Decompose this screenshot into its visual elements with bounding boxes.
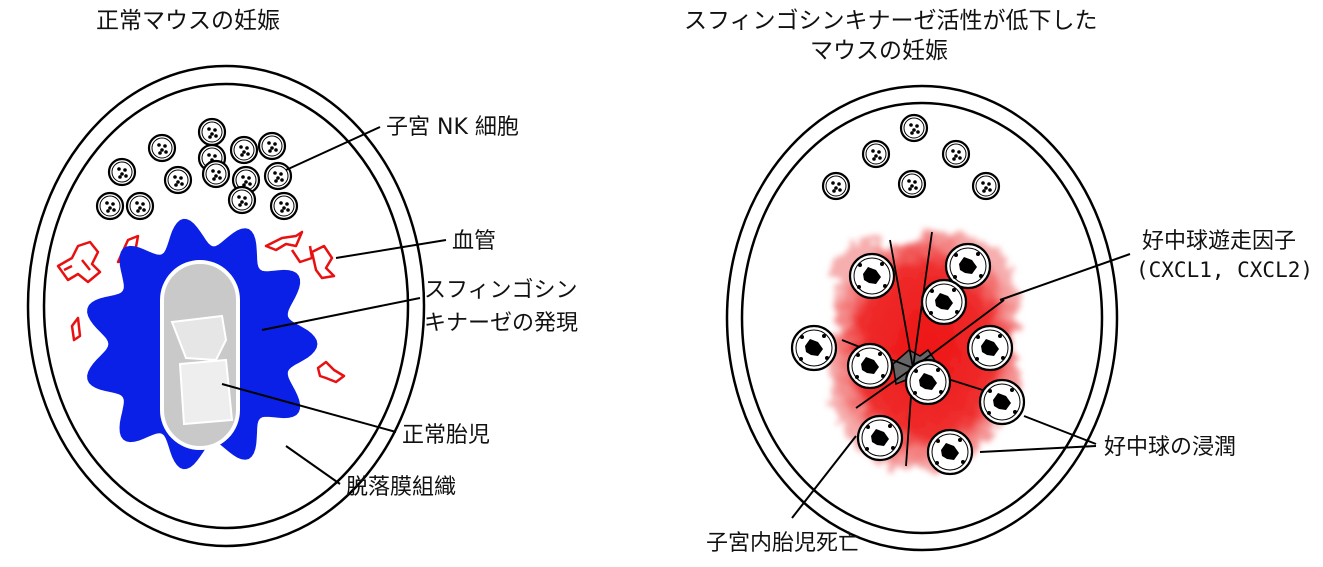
vessel-7	[316, 360, 346, 384]
nk-cell	[861, 139, 891, 169]
leader-neutro-1	[1023, 415, 1097, 445]
label-uterine-nk: 子宮 NK 細胞	[386, 115, 519, 140]
neutrophil	[856, 414, 904, 462]
neutrophil	[848, 252, 896, 300]
nk-cell	[163, 165, 193, 195]
nk-cell	[971, 171, 1001, 201]
label-normal-fetus: 正常胎児	[402, 423, 490, 448]
leader-nk	[285, 126, 381, 171]
nk-cell	[257, 131, 287, 161]
nk-cell	[941, 139, 971, 169]
vessel-4	[264, 230, 304, 252]
leader-sphk	[261, 297, 421, 331]
nk-cell	[821, 171, 851, 201]
nk-cell	[201, 159, 231, 189]
label-blood-vessel: 血管	[452, 229, 496, 254]
neutrophil	[966, 324, 1014, 372]
leader-fetal-death	[791, 435, 857, 519]
vessel-1-branch	[63, 259, 91, 272]
nk-cell	[147, 133, 177, 163]
nk-cell	[197, 117, 227, 147]
nk-cell	[227, 185, 257, 215]
uterine-nk-cluster	[95, 117, 299, 221]
uterine-nk-cluster-right	[821, 113, 1001, 201]
left-leader-lines	[221, 126, 447, 485]
neutrophil	[846, 342, 894, 390]
leader-fetus	[221, 383, 397, 433]
neutrophil	[926, 428, 974, 476]
label-decidua: 脱落膜組織	[346, 475, 456, 500]
right-title-line2: マウスの妊娠	[810, 38, 948, 64]
leader-neutro-2	[979, 445, 1097, 453]
leader-chemo	[999, 253, 1131, 301]
nk-cell	[897, 169, 927, 199]
neutrophil-cluster	[790, 242, 1026, 476]
neutrophil	[920, 278, 968, 326]
nk-cell	[269, 191, 299, 221]
ray-3	[912, 299, 1005, 369]
nk-cell	[95, 191, 125, 221]
nk-cell	[107, 157, 137, 187]
ray-1	[889, 239, 914, 369]
label-chemo-line1: 好中球遊走因子	[1142, 229, 1296, 254]
blood-vessels	[56, 230, 346, 384]
vessel-6	[310, 244, 336, 280]
vessel-3	[70, 316, 82, 342]
leader-vessel	[335, 239, 447, 259]
right-panel: スフィンゴシンキナーゼ活性が低下した マウスの妊娠 好	[684, 8, 1313, 556]
left-panel: 正常マウスの妊娠 子宮 NK 細胞	[26, 8, 578, 548]
label-neutrophil-infiltration: 好中球の浸潤	[1104, 435, 1236, 460]
label-sphk-line1: スフィンゴシン	[424, 278, 578, 303]
left-title: 正常マウスの妊娠	[96, 8, 280, 34]
nk-cell	[229, 135, 259, 165]
nk-cell	[125, 191, 155, 221]
vessel-1	[56, 240, 102, 284]
ray-6	[855, 367, 914, 409]
right-leader-lines	[791, 253, 1131, 519]
neutrophil	[904, 358, 952, 406]
leader-decidua	[285, 445, 341, 485]
fetus-highlight-upper	[170, 314, 228, 362]
label-sphk-line2: キナーゼの発現	[424, 311, 578, 336]
label-fetal-death: 子宮内胎児死亡	[706, 531, 860, 556]
nk-cell	[263, 161, 293, 191]
right-title-line1: スフィンゴシンキナーゼ活性が低下した	[684, 8, 1098, 34]
fetus-highlight-lower	[178, 358, 234, 426]
label-chemo-line2: (CXCL1, CXCL2)	[1136, 258, 1313, 282]
neutrophil	[790, 324, 838, 372]
neutrophil	[978, 378, 1026, 426]
nk-cell	[899, 113, 929, 143]
neutrophil	[944, 242, 992, 290]
